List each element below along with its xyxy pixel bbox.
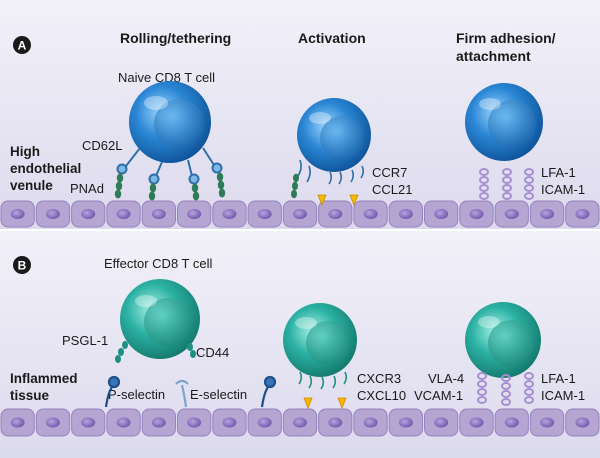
cxcr3-receptors	[298, 371, 348, 390]
ccl21-label: CCL21	[372, 182, 412, 197]
lfa1-icam1-bonds	[479, 168, 534, 200]
endothelial-nucleus	[504, 417, 519, 428]
e-selectin-label: E-selectin	[190, 387, 247, 402]
endothelial-nucleus	[540, 209, 555, 219]
endothelial-nucleus	[151, 209, 166, 219]
psgl1-cd44-ligands	[115, 341, 196, 363]
badge-b-text: B	[18, 259, 27, 273]
endothelial-nucleus	[434, 417, 449, 428]
endothelial-nucleus	[45, 417, 60, 428]
endothelial-nucleus	[328, 209, 343, 219]
naive-cell-label: Naive CD8 T cell	[118, 70, 215, 85]
endothelial-nucleus	[187, 209, 202, 219]
vla4-vcam1-lfa1-icam1-bonds	[477, 372, 534, 406]
hev-label-3: venule	[10, 178, 53, 193]
endothelial-nucleus	[540, 417, 555, 428]
cxcl10-label: CXCL10	[357, 388, 406, 403]
cxcl10-chemokine	[303, 397, 347, 410]
effector-cell-rolling	[120, 279, 200, 359]
endothelial-nucleus	[81, 209, 96, 219]
cxcr3-label: CXCR3	[357, 371, 401, 386]
endothelial-nucleus	[469, 209, 484, 219]
endothelial-nucleus	[575, 417, 590, 428]
step-rolling-label: Rolling/tethering	[120, 30, 231, 46]
cd44-label: CD44	[196, 345, 229, 360]
endothelium-a	[0, 200, 600, 228]
endothelial-nucleus	[10, 417, 25, 428]
pnad-chains	[114, 172, 226, 201]
endothelial-nucleus	[116, 209, 131, 219]
effector-cell-activation	[283, 303, 357, 377]
endothelial-nucleus	[257, 209, 272, 219]
psgl1-label: PSGL-1	[62, 333, 108, 348]
endothelial-nucleus	[257, 417, 272, 428]
step-activation-label: Activation	[298, 30, 366, 46]
hev-label-2: endothelial	[10, 161, 81, 176]
endothelium-b	[0, 408, 600, 437]
endothelial-nucleus	[434, 209, 449, 219]
p-selectin-label: P-selectin	[108, 387, 165, 402]
vla4-label: VLA-4	[428, 371, 464, 386]
endothelial-nucleus	[187, 417, 202, 428]
hev-label-1: High	[10, 144, 40, 159]
endothelial-nucleus	[575, 209, 590, 219]
effector-cell-adhesion	[465, 302, 541, 378]
ccr7-label: CCR7	[372, 165, 407, 180]
cd62l-label: CD62L	[82, 138, 122, 153]
lfa1-label-a: LFA-1	[541, 165, 576, 180]
pnad-label: PNAd	[70, 181, 104, 196]
cd62l-pnad-interaction	[116, 147, 223, 185]
badge-b: B	[13, 256, 31, 274]
endothelial-nucleus	[151, 417, 166, 428]
effector-cell-label: Effector CD8 T cell	[104, 256, 212, 271]
endothelial-nucleus	[293, 417, 307, 428]
pnad-chains-activation	[291, 173, 299, 199]
endothelial-nucleus	[222, 417, 237, 428]
vcam1-label: VCAM-1	[414, 388, 463, 403]
endothelial-nucleus	[45, 209, 60, 219]
endothelial-nucleus	[398, 417, 413, 428]
endothelial-nucleus	[363, 209, 378, 219]
endothelial-nucleus	[504, 209, 519, 219]
endothelial-nucleus	[328, 417, 343, 428]
naive-cell-activation	[297, 98, 371, 172]
icam1-label-a: ICAM-1	[541, 182, 585, 197]
step-adhesion-label-1: Firm adhesion/	[456, 30, 556, 46]
naive-cell-adhesion	[465, 83, 543, 161]
selectins	[104, 375, 189, 408]
endothelial-nucleus	[222, 209, 237, 219]
badge-a-text: A	[18, 39, 27, 53]
endothelial-nucleus	[116, 417, 131, 428]
endothelial-nucleus	[398, 209, 413, 219]
endothelial-nucleus	[293, 209, 307, 219]
p-selectin-activation	[260, 375, 277, 408]
endothelial-nucleus	[10, 209, 25, 219]
ccl21-chemokine	[317, 194, 359, 207]
endothelial-nucleus	[81, 417, 96, 428]
step-adhesion-label-2: attachment	[456, 48, 531, 64]
lfa1-label-b: LFA-1	[541, 371, 576, 386]
inflamed-label-1: Inflammed	[10, 371, 78, 386]
ccr7-receptors	[297, 159, 365, 185]
endothelial-nucleus	[469, 417, 484, 428]
icam1-label-b: ICAM-1	[541, 388, 585, 403]
endothelial-nucleus	[363, 417, 378, 428]
badge-a: A	[13, 36, 31, 54]
naive-cell-rolling	[129, 81, 211, 163]
inflamed-label-2: tissue	[10, 388, 50, 403]
